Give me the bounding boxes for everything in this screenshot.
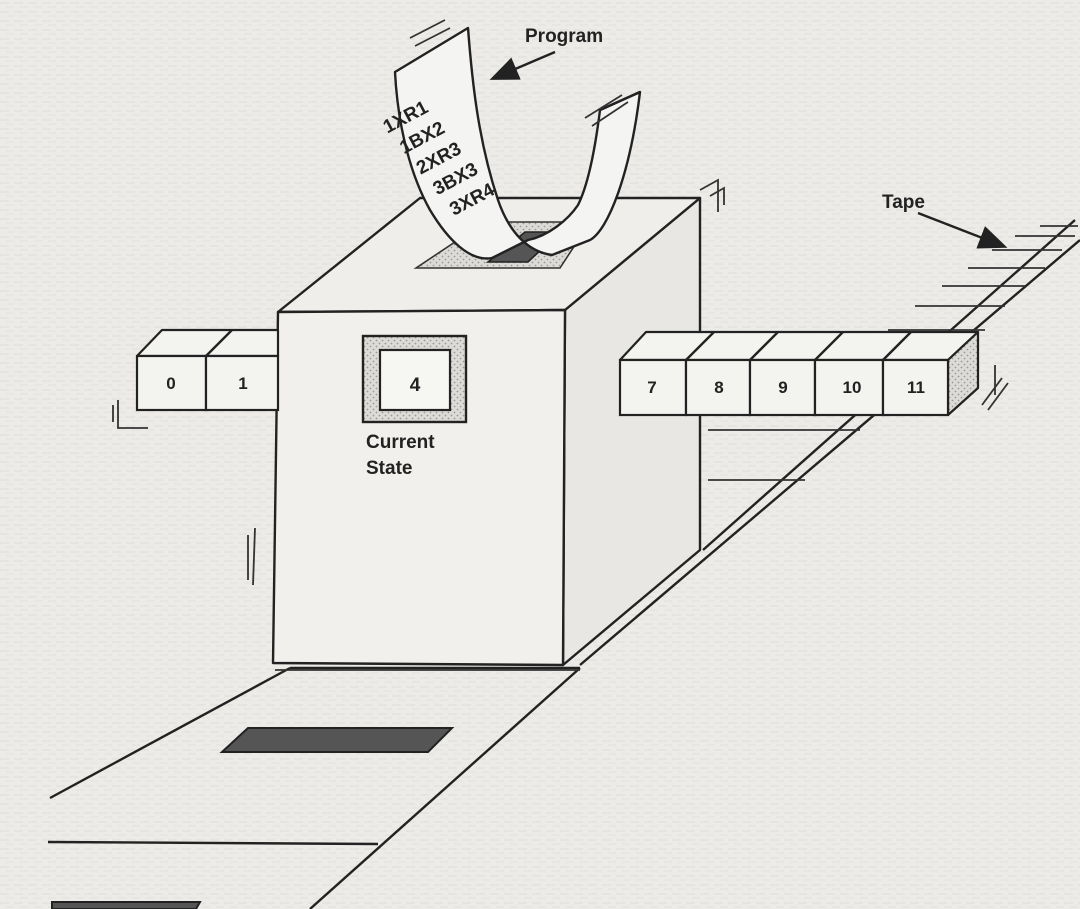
tape-label: Tape (882, 192, 925, 213)
motion-marks-left-tape (112, 400, 148, 429)
tape-left-segment: 0 1 (112, 328, 280, 429)
current-state-label-line2: State (366, 458, 412, 479)
paper-curl-edge (599, 90, 641, 112)
motion-marks-right-tape (981, 377, 1009, 411)
tape-cell-label: 1 (238, 374, 247, 393)
tape-cell-label: 10 (843, 378, 862, 397)
tape-right-segment: 7 8 9 10 11 (618, 330, 1009, 417)
tape-arrow (917, 211, 1008, 249)
current-state-value: 4 (410, 375, 421, 396)
program-label: Program (525, 26, 603, 47)
motion-marks-machine-left (247, 527, 256, 586)
program-arrow (489, 50, 556, 80)
floor-tape-shaded-cell-bottom (51, 901, 202, 909)
current-state-label-line1: Current (366, 432, 435, 453)
tape-cell-left: 0 (135, 354, 208, 412)
tape-cell-left: 1 (204, 354, 280, 412)
tape-cell-right: 7 (618, 358, 688, 417)
motion-marks-paper-top (409, 19, 451, 47)
tape-cell-right: 9 (748, 358, 817, 417)
tape-cell-right: 10 (813, 358, 885, 417)
tape-floor-strip (47, 666, 581, 909)
tape-cell-right: 11 (881, 358, 950, 417)
tape-cell-label: 0 (166, 374, 175, 393)
tape-cell-label: 9 (778, 378, 787, 397)
motion-marks-paper-right (584, 94, 629, 127)
tape-cell-label: 7 (647, 378, 656, 397)
tape-cell-label: 11 (907, 378, 925, 397)
tape-cell-right: 8 (684, 358, 752, 417)
floor-tape-shaded-cell (219, 727, 455, 753)
motion-marks-machine-top (699, 178, 725, 212)
tape-cell-label: 8 (714, 378, 723, 397)
current-state-window: 4 (361, 334, 468, 424)
